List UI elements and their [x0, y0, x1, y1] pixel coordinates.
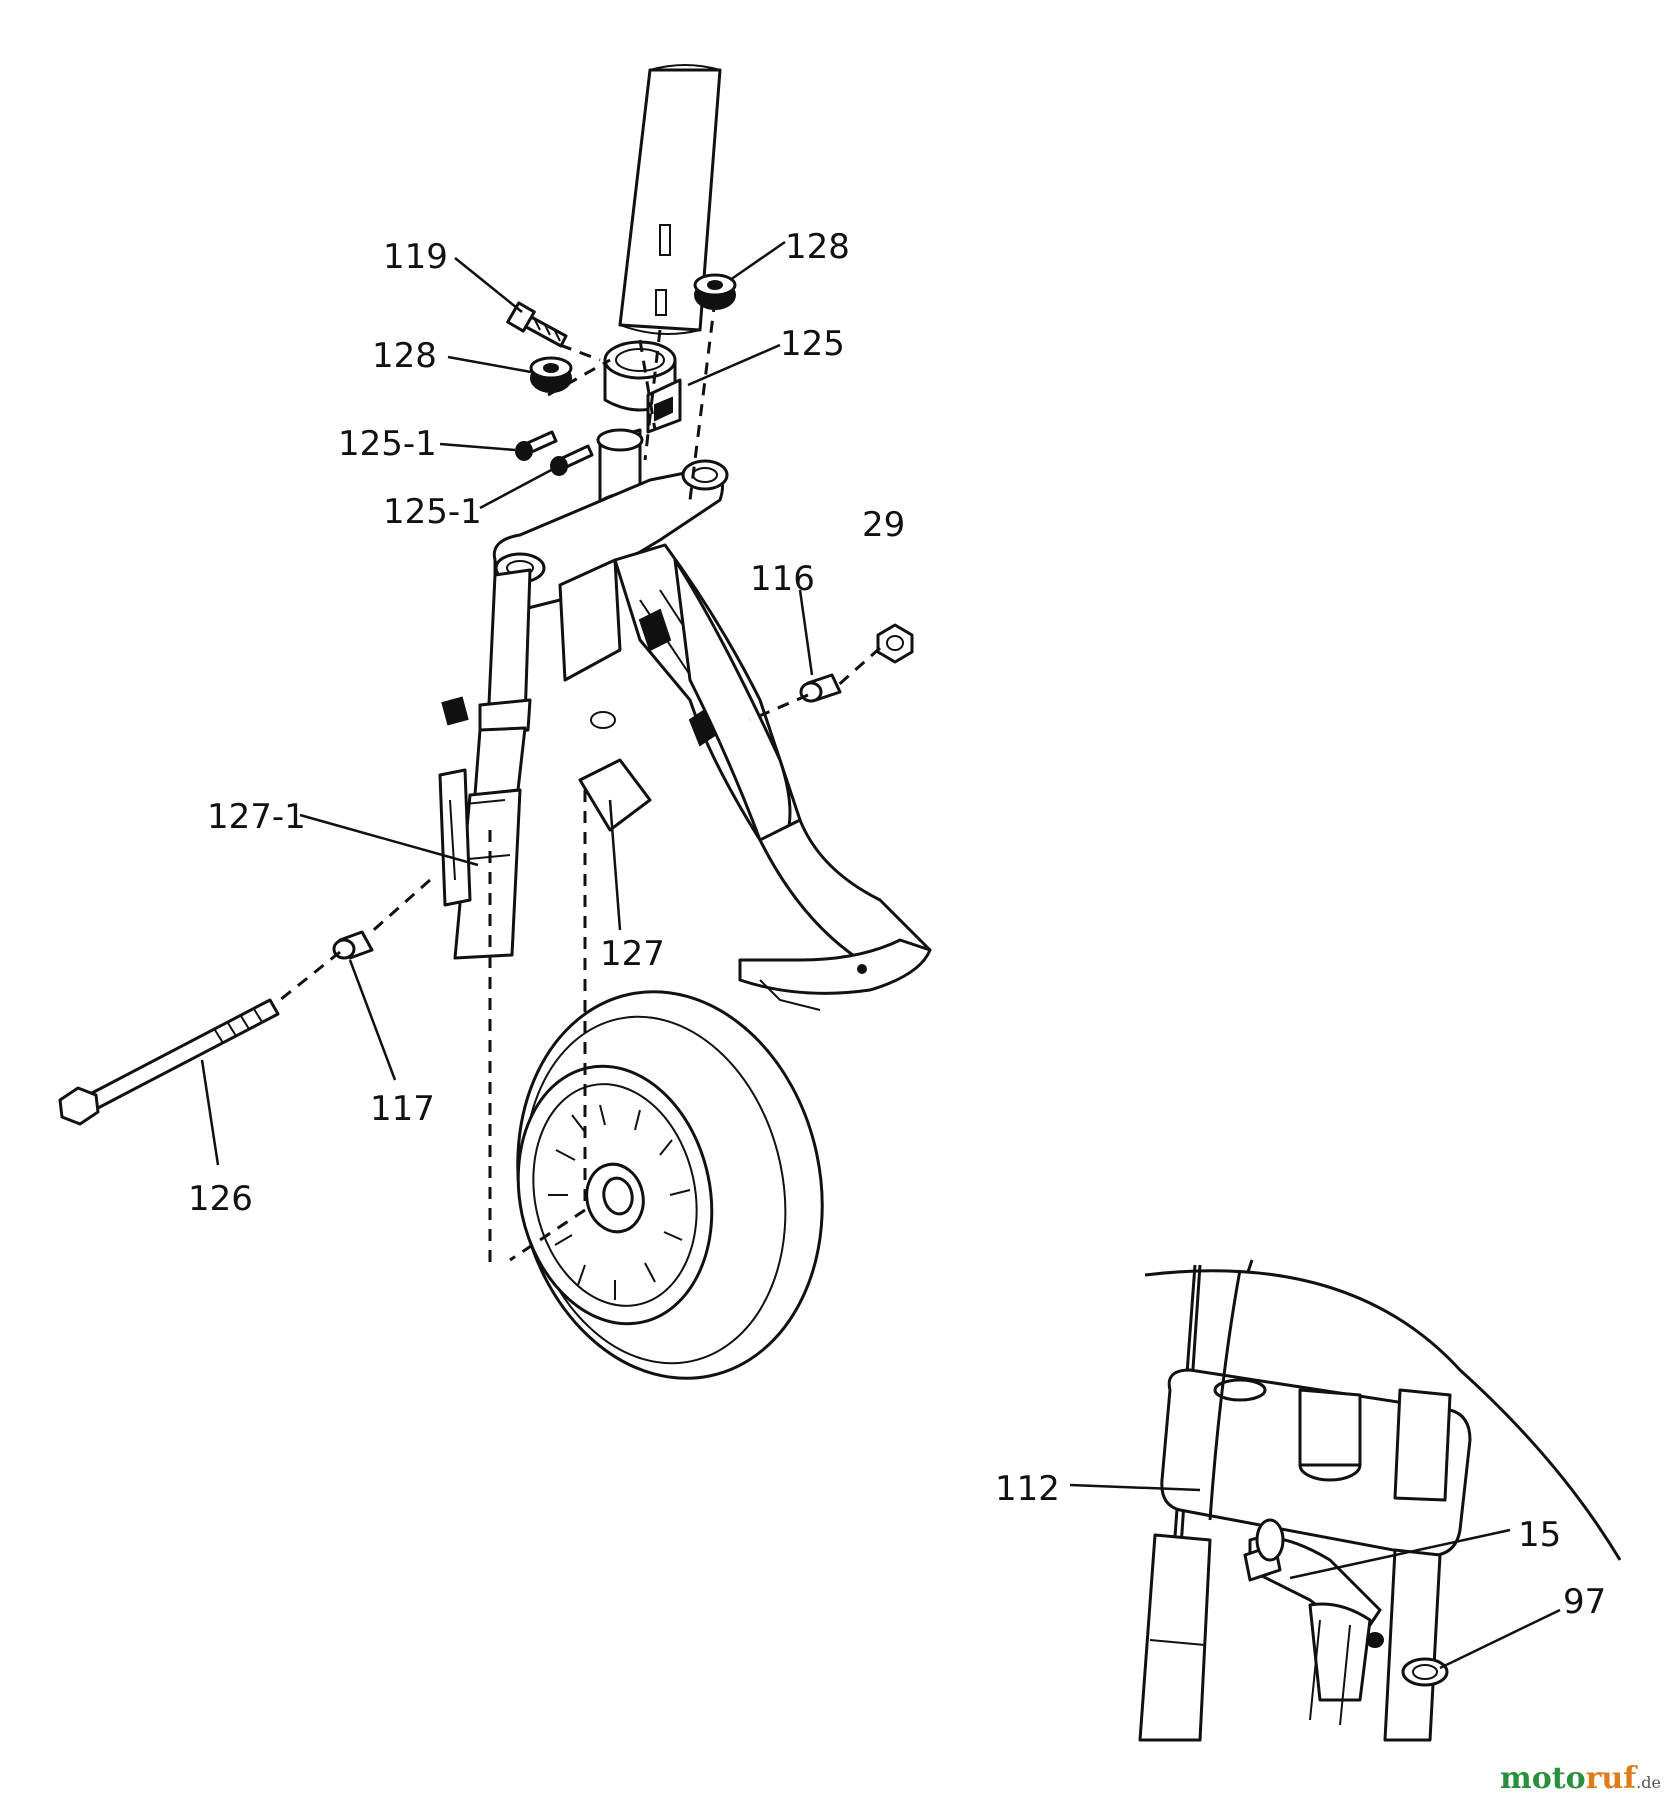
- nut-128-left: [529, 356, 573, 393]
- bolt-119: [506, 301, 568, 348]
- callout-112: 112: [995, 1469, 1060, 1509]
- callout-29: 29: [862, 505, 905, 545]
- fork-crown: [492, 428, 729, 682]
- callout-125-1-a: 125-1: [338, 424, 437, 464]
- callout-15: 15: [1518, 1515, 1561, 1555]
- detail-inset: [1138, 1259, 1622, 1742]
- shock-absorber-127-1: [438, 568, 532, 960]
- leader-lines: [200, 240, 1561, 1670]
- callouts: 119 128 128 125 125-1 125-1 29 116 127-1…: [188, 227, 1606, 1622]
- assembly-lines: [279, 299, 881, 1265]
- callout-116: 116: [750, 559, 815, 599]
- watermark-logo: motoruf.de: [1500, 1761, 1661, 1796]
- callout-128-left: 128: [372, 336, 437, 376]
- watermark-de: .de: [1636, 1773, 1661, 1792]
- callout-126: 126: [188, 1179, 253, 1219]
- callout-97: 97: [1563, 1582, 1606, 1622]
- svg-text:motoruf.de: motoruf.de: [1500, 1761, 1661, 1796]
- bolts-125-1: [515, 430, 594, 476]
- steering-column: [618, 64, 722, 335]
- clamp-collar-125: [603, 340, 682, 434]
- callout-127-1: 127-1: [207, 797, 306, 837]
- watermark-ruf: ruf: [1586, 1761, 1639, 1796]
- callout-125: 125: [780, 324, 845, 364]
- callout-119: 119: [383, 237, 448, 277]
- nut-29: [876, 623, 914, 664]
- callout-128-top: 128: [785, 227, 850, 267]
- spacer-116: [799, 673, 842, 703]
- front-wheel: [516, 990, 824, 1380]
- callout-117: 117: [370, 1089, 435, 1129]
- callout-125-1-b: 125-1: [383, 492, 482, 532]
- callout-127: 127: [600, 934, 665, 974]
- axle-bolt-126: [58, 998, 280, 1126]
- watermark-moto: moto: [1500, 1761, 1586, 1796]
- fender: [738, 818, 932, 1011]
